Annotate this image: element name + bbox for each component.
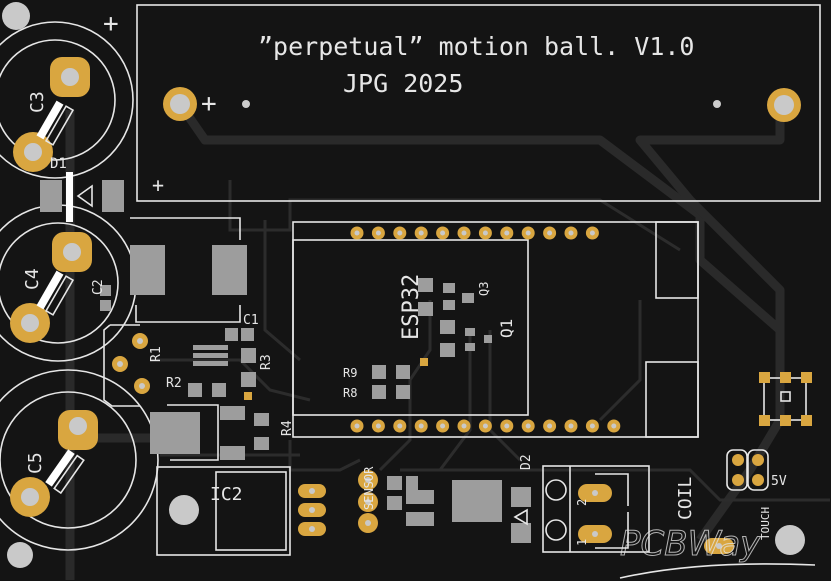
label-sensor: SENSOR <box>362 466 376 510</box>
label-q1: Q1 <box>497 319 516 338</box>
label-q3: Q3 <box>477 282 491 296</box>
tactile-switch <box>759 372 812 426</box>
mounting-hole <box>775 525 805 555</box>
plus-marker: + <box>152 173 164 197</box>
pcbway-watermark: PCBWay <box>620 524 761 564</box>
capacitor-c4: C4 <box>0 204 137 362</box>
label-pin1: 1 <box>575 539 589 546</box>
label-ic2: IC2 <box>210 484 243 505</box>
label-c4: C4 <box>22 268 43 290</box>
label-r2: R2 <box>166 376 182 391</box>
diode-d1: D1 <box>40 156 124 222</box>
board-author-year: JPG 2025 <box>343 69 463 98</box>
mounting-hole <box>2 2 30 30</box>
ic-regulator <box>193 345 228 366</box>
plus-marker: + <box>201 89 217 119</box>
inductor-pad <box>212 245 247 295</box>
plus-marker: + <box>103 9 119 39</box>
capacitor-c3: C3 <box>0 21 134 179</box>
label-r4: R4 <box>280 420 295 436</box>
label-c3: C3 <box>27 91 48 113</box>
label-c5: C5 <box>25 452 46 474</box>
coil-outline <box>136 4 821 202</box>
label-d1: D1 <box>50 156 67 172</box>
label-r3: R3 <box>259 354 274 370</box>
sensor-header: SENSOR <box>358 466 378 533</box>
capacitor-c5: C5 <box>0 369 159 551</box>
label-r1: R1 <box>149 346 164 362</box>
mounting-hole <box>7 542 33 568</box>
board-title: ”perpetual” motion ball. V1.0 <box>258 32 695 61</box>
label-coil: COIL <box>675 476 696 520</box>
label-r8: R8 <box>343 386 357 400</box>
inductor-pad <box>130 245 165 295</box>
coil-terminal-block: 2 1 COIL <box>542 465 696 553</box>
label-5v: 5V <box>771 474 787 489</box>
esp32-module: ESP32 <box>292 221 699 438</box>
jumper-5v: 5V <box>726 449 787 491</box>
mounting-hole <box>169 495 199 525</box>
ic2-regulator: IC2 <box>156 466 326 556</box>
label-c1: C1 <box>243 313 259 328</box>
label-d2: D2 <box>519 454 534 470</box>
label-touch: TOUCH <box>759 507 772 540</box>
label-c2: C2 <box>91 279 106 295</box>
label-pin2: 2 <box>575 499 589 506</box>
label-r9: R9 <box>343 366 357 380</box>
